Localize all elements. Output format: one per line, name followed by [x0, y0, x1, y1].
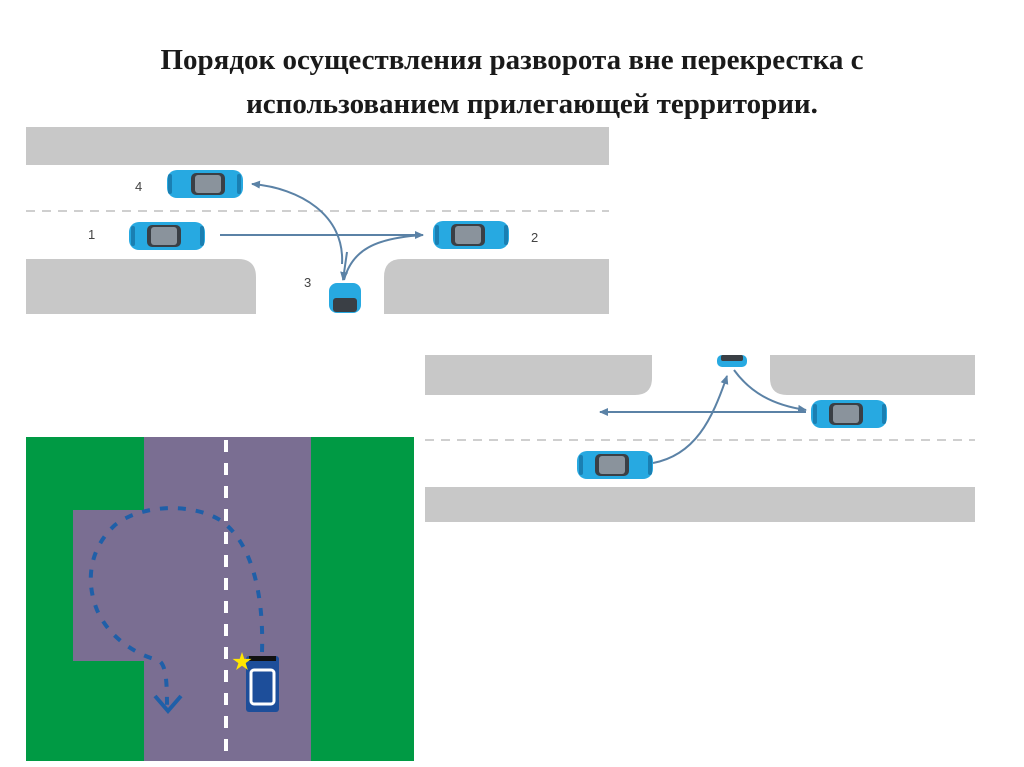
car-b	[811, 400, 887, 428]
uturn-path	[88, 506, 265, 709]
path-arrowhead	[153, 694, 183, 715]
curb-right-2	[770, 355, 975, 395]
curb-right	[384, 259, 609, 314]
arrow-enter-territory	[652, 375, 729, 464]
label-car-3: 3	[304, 275, 311, 290]
car-2	[433, 221, 509, 249]
car-1	[129, 222, 205, 250]
arrow-into-exit	[340, 251, 349, 281]
title-line-1: Порядок осуществления разворота вне пере…	[160, 44, 864, 76]
diagram-uturn-right-exit: 4 1 2 3	[26, 127, 609, 314]
title-line-2: использованием прилегающей территории.	[246, 88, 818, 120]
curb-left	[26, 259, 256, 314]
star-icon	[232, 652, 252, 670]
car-4	[167, 170, 243, 198]
diagram-uturn-left-entry	[425, 355, 975, 522]
curb-left-2	[425, 355, 652, 395]
arrow-to-exit	[343, 234, 424, 281]
arrow-exit-right	[733, 369, 807, 413]
road-edge-top	[26, 127, 609, 165]
road-edge-bottom	[425, 487, 975, 522]
slide-title: Порядок осуществления разворота вне пере…	[0, 38, 1024, 126]
car-c	[717, 355, 747, 367]
label-car-2: 2	[531, 230, 538, 245]
label-car-4: 4	[135, 179, 142, 194]
arrow-3-to-4	[251, 180, 344, 265]
car-3	[329, 283, 361, 313]
side-territory	[73, 510, 153, 661]
car-a	[577, 451, 653, 479]
diagram-topview	[26, 437, 414, 761]
label-car-1: 1	[88, 227, 95, 242]
car-topview	[246, 656, 279, 712]
